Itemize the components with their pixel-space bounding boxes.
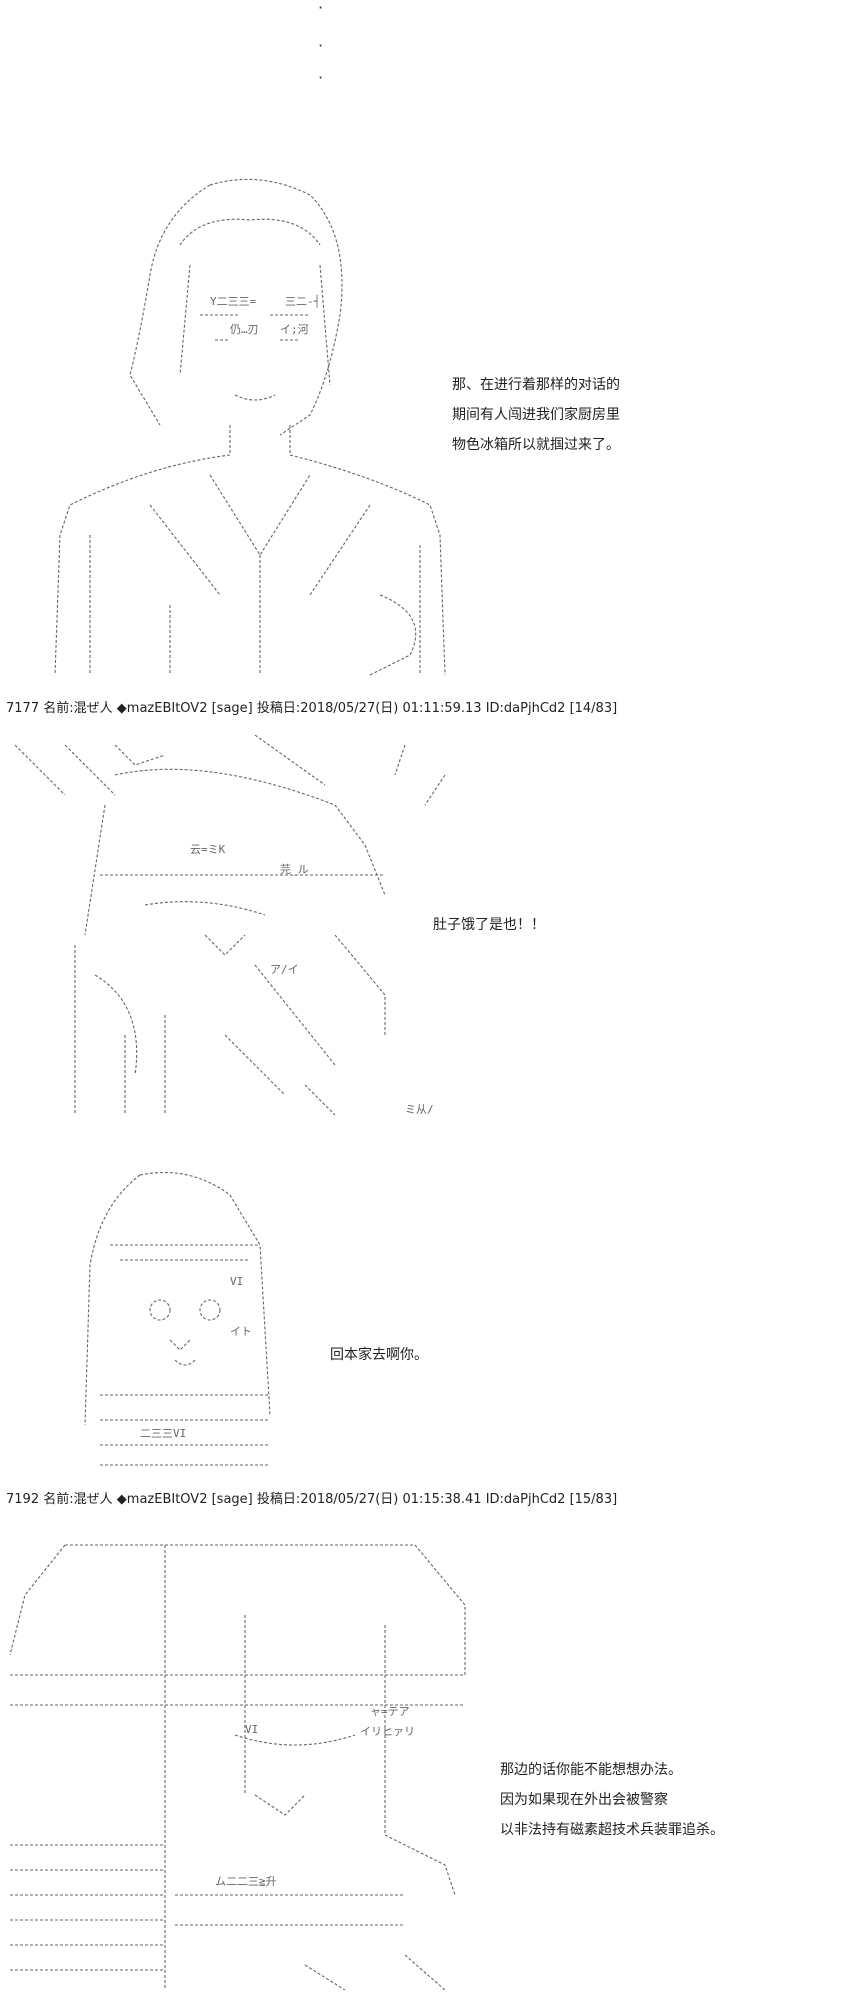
caption-panel-1: 那、在进行着那样的对话的 期间有人闯进我们家厨房里 物色冰箱所以就掴过来了。 (452, 370, 620, 460)
ascii-art-panel-1: 仍…刃 イ;河 Y二三三= 三二-┤ (50, 175, 470, 695)
mail-field: [sage] (211, 701, 253, 716)
art-fragment: ア/イ (270, 963, 299, 976)
caption-line: 期间有人闯进我们家厨房里 (452, 407, 620, 423)
poster-id: ID:daPjhCd2 (485, 1492, 566, 1507)
caption-line: 那边的话你能不能想想办法。 (500, 1762, 682, 1778)
name-label: 名前: (43, 701, 74, 716)
post-count: [14/83] (569, 701, 618, 716)
post-date: 2018/05/27(日) 01:11:59.13 (300, 701, 482, 716)
art-fragment: ム二二三≧升 (215, 1875, 277, 1888)
ascii-art-figure: VI ャ=テア イリヒァリ ム二二三≧升 (9, 1544, 466, 1990)
date-label: 投稿日: (256, 1492, 301, 1507)
trip-code: ◆mazEBItOV2 (116, 701, 208, 716)
ascii-art-panel-4: VI ャ=テア イリヒァリ ム二二三≧升 (5, 1535, 475, 1990)
art-fragment: VI (230, 1275, 243, 1288)
art-fragment: 二三三VI (140, 1427, 186, 1440)
art-fragment: 云=ミK (190, 843, 226, 856)
art-fragment: イリヒァリ (360, 1725, 415, 1738)
post-number: 7177 (6, 701, 40, 716)
caption-line: 肚子饿了是也！！ (433, 917, 545, 933)
post-date: 2018/05/27(日) 01:15:38.41 (300, 1492, 482, 1507)
ascii-art-figure: 仍…刃 イ;河 Y二三三= 三二-┤ (54, 178, 446, 676)
ascii-art-panel-2: 云=ミK 芫_ル ア/イ ミ从/ (5, 735, 475, 1125)
post-header: 7192 名前:混ぜ人 ◆mazEBItOV2 [sage] 投稿日:2018/… (6, 1492, 617, 1508)
ascii-art-figure: 云=ミK 芫_ル ア/イ ミ从/ (14, 735, 446, 1116)
caption-panel-3: 回本家去啊你。 (330, 1340, 428, 1370)
art-fragment: VI (245, 1723, 258, 1736)
art-fragment: 仍…刃 (230, 323, 259, 336)
art-fragment: ミ从/ (405, 1103, 434, 1116)
date-label: 投稿日: (256, 701, 301, 716)
poster-name: 混ぜ人 (73, 1492, 113, 1507)
caption-panel-4: 那边的话你能不能想想办法。 因为如果现在外出会被警察 以非法持有磁素超技术兵装罪… (500, 1755, 724, 1845)
caption-line: 那、在进行着那样的对话的 (452, 377, 620, 393)
caption-line: 以非法持有磁素超技术兵装罪追杀。 (500, 1822, 724, 1838)
art-fragment: イ;河 (280, 323, 309, 336)
art-fragment: 芫_ル (280, 862, 309, 876)
poster-id: ID:daPjhCd2 (485, 701, 566, 716)
dot: · (318, 0, 324, 17)
ascii-art-figure: VI イト 二三三VI (84, 1172, 271, 1466)
poster-name: 混ぜ人 (73, 701, 113, 716)
art-fragment: イト (230, 1325, 252, 1338)
art-fragment: Y二三三= (210, 295, 257, 308)
dot: · (318, 68, 324, 87)
post-number: 7192 (6, 1492, 40, 1507)
mail-field: [sage] (211, 1492, 253, 1507)
caption-panel-2: 肚子饿了是也！！ (433, 910, 545, 940)
dot: · (318, 36, 324, 55)
caption-line: 物色冰箱所以就掴过来了。 (452, 437, 620, 453)
post-count: [15/83] (569, 1492, 618, 1507)
caption-line: 因为如果现在外出会被警察 (500, 1792, 668, 1808)
name-label: 名前: (43, 1492, 74, 1507)
trip-code: ◆mazEBItOV2 (116, 1492, 208, 1507)
caption-line: 回本家去啊你。 (330, 1347, 428, 1363)
ascii-art-panel-3: VI イト 二三三VI (80, 1165, 290, 1475)
art-fragment: 三二-┤ (285, 294, 320, 308)
post-header: 7177 名前:混ぜ人 ◆mazEBItOV2 [sage] 投稿日:2018/… (6, 701, 617, 717)
art-fragment: ャ=テア (370, 1705, 410, 1718)
